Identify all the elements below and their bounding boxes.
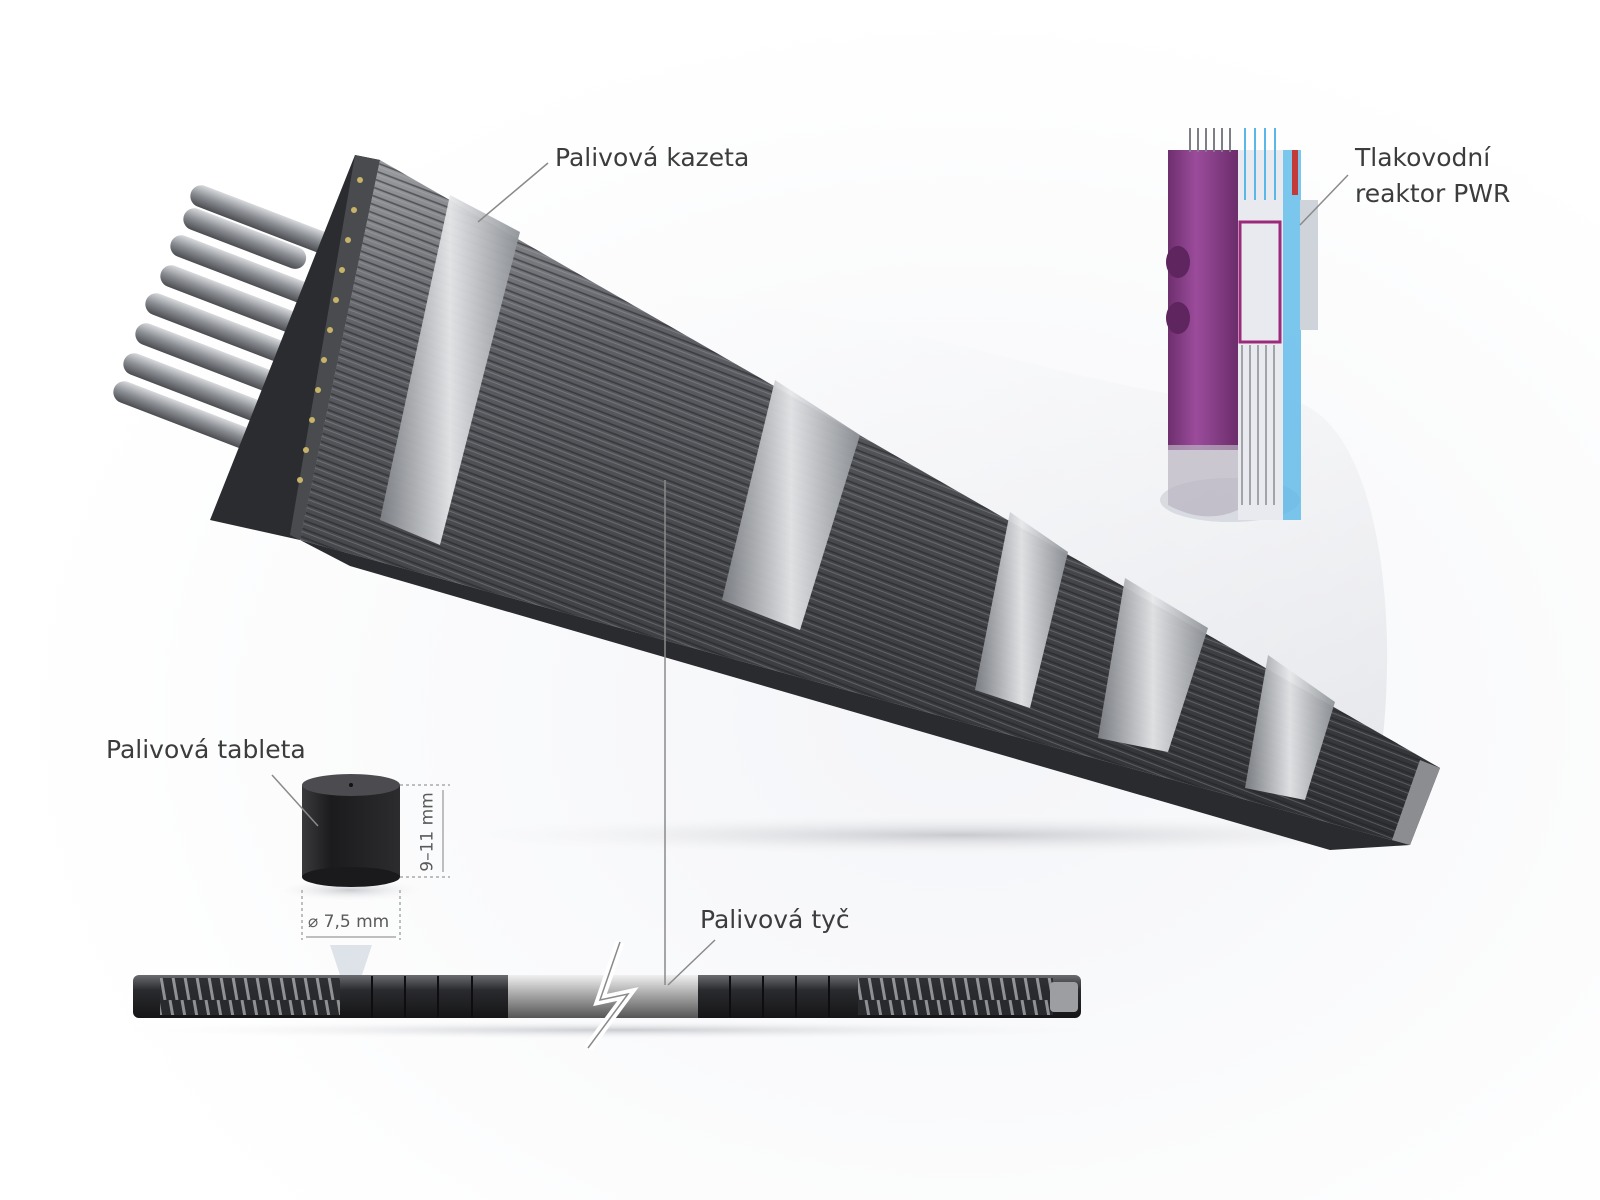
rod-shadow [100,1020,1140,1040]
pellet-shadow [270,878,430,902]
bottom-nozzle [1392,760,1440,845]
fuel-pellet-label: Palivová tableta [106,735,306,764]
pellet-height-dimension: 9–11 mm [417,792,438,872]
spacer-grid [1098,578,1208,752]
spacer-grid [975,512,1068,708]
fuel-pellet-drawing [302,774,400,887]
spacer-grid [722,380,860,630]
leader-lines [271,162,1349,986]
reactor-label-line2: reaktor PWR [1355,179,1511,208]
fuel-rod-drawing [133,940,1081,1051]
reactor-label-line1: Tlakovodní [1355,143,1491,172]
assembly-lower-face [300,540,1410,850]
spacer-grid [1245,655,1335,800]
top-nozzle-dots [297,177,363,483]
assembly-shadow [400,813,1520,857]
pellet-diameter-dimension: ⌀ 7,5 mm [308,912,390,932]
top-nozzle [210,155,380,540]
control-rod-tubes [113,185,332,450]
pellet-projection [330,945,372,975]
spacer-grid [380,195,520,545]
pellet-dimensions [301,784,450,940]
fuel-assembly-label: Palivová kazeta [555,143,750,172]
spacer-grids [380,195,1335,800]
fuel-rod-label: Palivová tyč [700,905,850,934]
pwr-reactor [1160,128,1318,522]
